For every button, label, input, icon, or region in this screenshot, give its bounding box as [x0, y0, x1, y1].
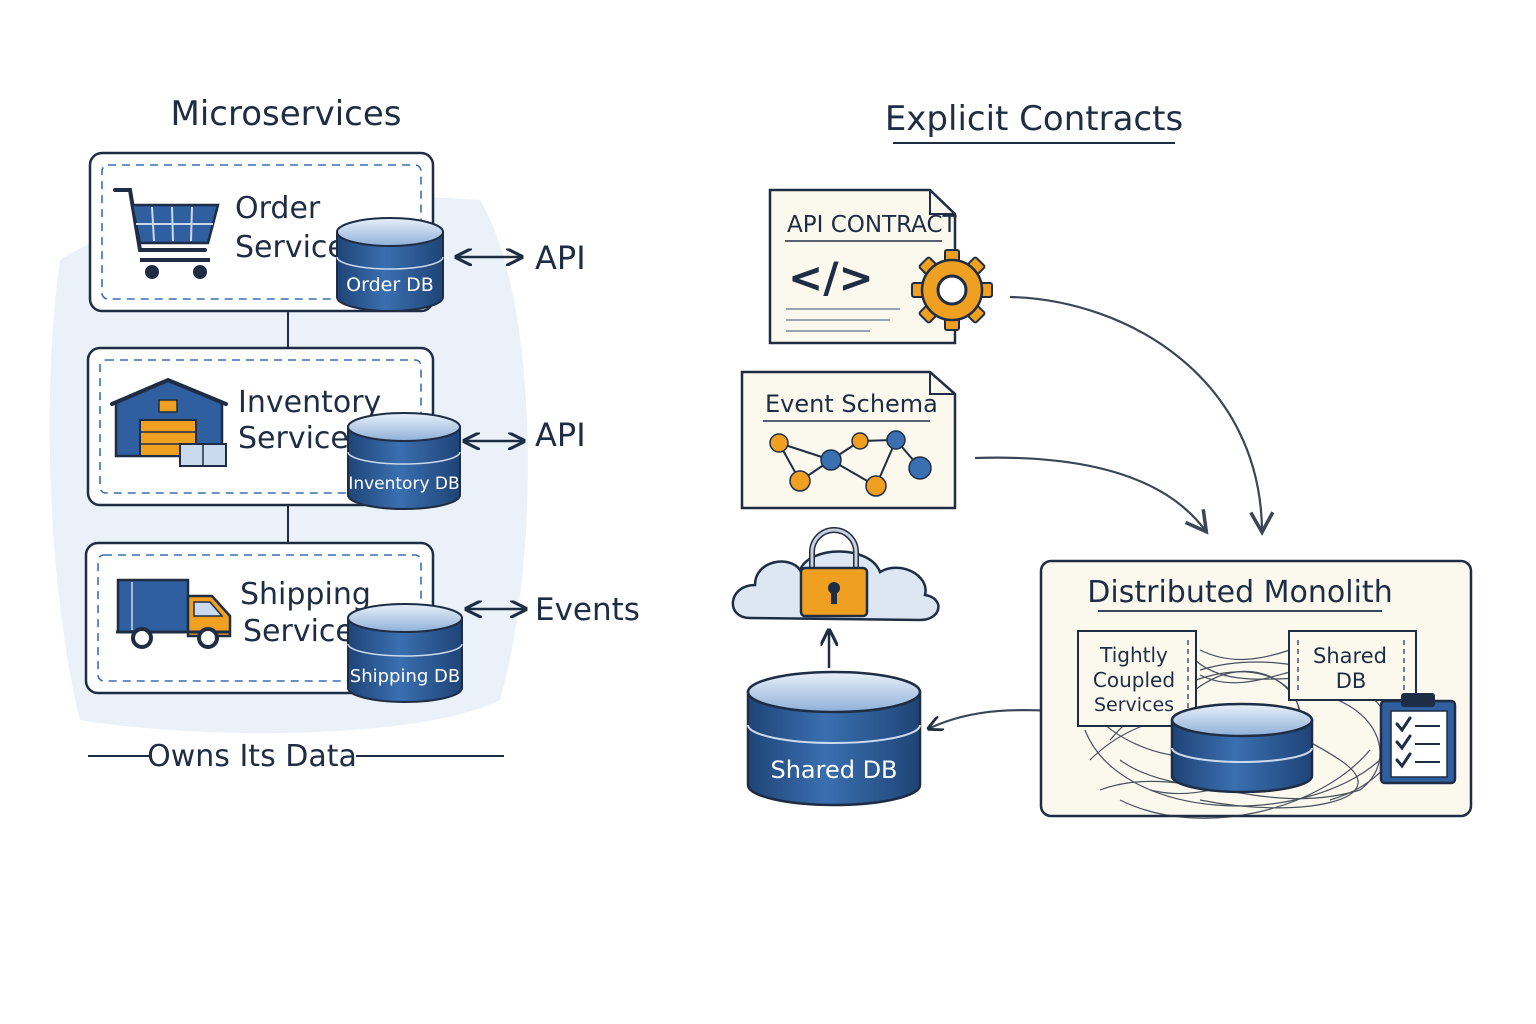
gear-icon — [911, 249, 993, 331]
explicit-contracts-panel: Explicit Contracts API CONTRACT </> — [731, 99, 1473, 819]
tightly-coupled-line3: Services — [1094, 694, 1174, 716]
inventory-service-name-line1: Inventory — [238, 385, 381, 420]
tightly-coupled-services-card: Tightly Coupled Services — [1077, 630, 1197, 727]
inventory-db-label: Inventory DB — [348, 474, 459, 494]
monolith-db-cylinder — [1170, 702, 1314, 794]
inventory-db-cylinder[interactable]: Inventory DB — [347, 412, 461, 510]
order-service-name-line2: Service — [235, 230, 346, 265]
cloud-lock-icon — [731, 527, 940, 622]
tightly-coupled-line1: Tightly — [1099, 643, 1168, 667]
shared-db-label: Shared DB — [770, 756, 897, 784]
owns-its-data-label: Owns Its Data — [147, 739, 357, 774]
event-schema-label: Event Schema — [765, 390, 938, 418]
distributed-monolith-box[interactable]: Distributed Monolith Tightly Cou — [1039, 559, 1473, 819]
delivery-truck-icon — [116, 578, 232, 649]
clipboard-checklist-icon — [1379, 693, 1457, 785]
shipping-db-cylinder[interactable]: Shipping DB — [347, 603, 463, 703]
tightly-coupled-line2: Coupled — [1093, 668, 1175, 692]
shipping-service-name-line1: Shipping — [240, 577, 371, 612]
api-contract-document[interactable]: API CONTRACT </> — [768, 188, 993, 345]
api-contract-label: API CONTRACT — [787, 212, 958, 238]
inventory-service-name-line2: Service — [238, 421, 349, 456]
shopping-cart-icon — [113, 188, 220, 279]
shipping-service-name-line2: Service — [243, 614, 354, 649]
shipping-db-label: Shipping DB — [350, 666, 460, 687]
graph-network-icon — [769, 430, 932, 497]
order-db-cylinder[interactable]: Order DB — [336, 217, 444, 312]
event-schema-document[interactable]: Event Schema — [740, 370, 957, 510]
inventory-service-card[interactable]: Inventory Service — [86, 346, 435, 507]
shipping-service-card[interactable]: Shipping Service — [84, 541, 435, 695]
warehouse-icon — [110, 377, 228, 467]
order-db-label: Order DB — [346, 274, 434, 296]
order-service-name-line1: Order — [235, 191, 321, 226]
microservices-panel: Microservices Order — [49, 94, 640, 774]
distributed-monolith-title: Distributed Monolith — [1087, 575, 1392, 610]
order-link-label: API — [535, 239, 586, 277]
shipping-link-label: Events — [535, 592, 640, 628]
shared-db-note-line1: Shared — [1313, 644, 1387, 668]
microservices-title: Microservices — [170, 94, 401, 134]
code-icon: </> — [788, 253, 874, 302]
shared-db-cylinder[interactable]: Shared DB — [746, 670, 922, 807]
inventory-link-label: API — [535, 416, 586, 454]
explicit-contracts-title: Explicit Contracts — [885, 99, 1183, 139]
shared-db-note-line2: DB — [1336, 669, 1367, 693]
shared-db-note-card: Shared DB — [1288, 630, 1417, 701]
